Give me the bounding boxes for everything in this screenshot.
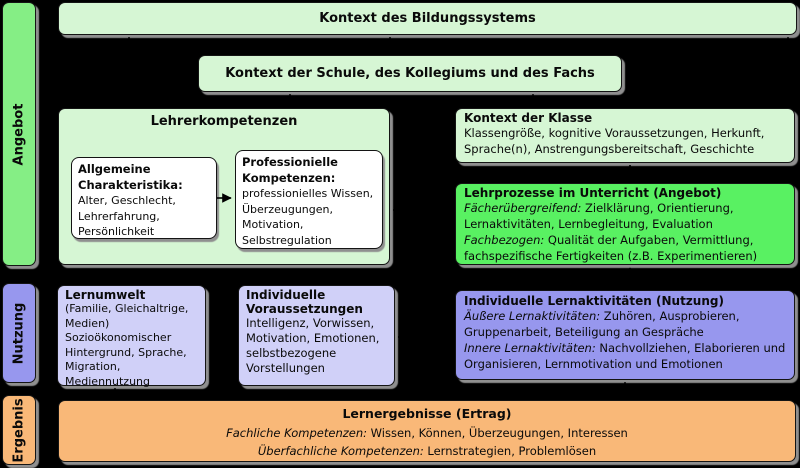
phase-label-angebot: Angebot xyxy=(2,2,36,266)
node-lehrprozesse-title: Lehrprozesse im Unterricht (Angebot) xyxy=(464,186,722,200)
subnode-professionelle-title-line2: Kompetenzen: xyxy=(242,170,336,185)
node-kontext-klasse: Kontext der Klasse Klassengröße, kogniti… xyxy=(455,108,795,163)
lernaktivitaeten-item1-text: Zuhören, Ausprobieren, Gruppenarbeit, Be… xyxy=(464,309,740,339)
phase-label-nutzung-text: Nutzung xyxy=(11,302,27,364)
node-kontext-schule-title: Kontext der Schule, des Kollegiums und d… xyxy=(225,66,595,81)
lehrprozesse-item1-text: Zielklärung, Orientierung, Lernaktivität… xyxy=(464,201,734,231)
subnode-allgemeine-body: Alter, Geschlecht, Lehrerfahrung, Persön… xyxy=(78,194,176,238)
node-lernergebnisse-body: Fachliche Kompetenzen: Wissen, Können, Ü… xyxy=(69,424,785,460)
node-lehrerkompetenzen-title: Lehrerkompetenzen xyxy=(150,114,298,129)
node-lehrerkompetenzen: Lehrerkompetenzen Allgemeine Charakteris… xyxy=(58,108,390,265)
subnode-professionelle-body: professionielles Wissen, Überzeugungen, … xyxy=(242,187,374,247)
lernaktivitaeten-item1-label: Äußere Lernaktivitäten: xyxy=(464,309,601,323)
node-lernaktivitaeten-title: Individuelle Lernaktivitäten (Nutzung) xyxy=(464,294,724,308)
lernergebnisse-item2-text: Lernstrategien, Problemlösen xyxy=(423,444,597,458)
node-lernumwelt-body1: (Familie, Gleichaltrige, Medien) xyxy=(65,302,189,330)
subnode-allgemeine-title-line2: Charakteristika: xyxy=(78,177,183,192)
lernaktivitaeten-item2-label: Innere Lernaktivitäten: xyxy=(464,341,596,355)
subnode-professionelle-title-line1: Professionielle xyxy=(242,155,338,169)
lernergebnisse-item1-text: Wissen, Können, Überzeugungen, Interesse… xyxy=(367,426,628,440)
phase-label-nutzung: Nutzung xyxy=(2,283,36,383)
node-voraussetzungen-title-line2: Voraussetzungen xyxy=(246,302,363,316)
subnode-allgemeine-charakteristika: Allgemeine Charakteristika: Alter, Gesch… xyxy=(71,157,217,239)
lehrprozesse-item2-label: Fachbezogen: xyxy=(464,233,545,247)
lernaktivitaeten-item2-text: Nachvollziehen, Elaborieren und Organisi… xyxy=(464,341,786,371)
node-lernergebnisse: Lernergebnisse (Ertrag) Fachliche Kompet… xyxy=(58,400,796,462)
node-kontext-bildungssystem: Kontext des Bildungssystems xyxy=(58,2,797,35)
phase-label-angebot-text: Angebot xyxy=(11,103,27,165)
node-lernaktivitaeten-body: Äußere Lernaktivitäten: Zuhören, Ausprob… xyxy=(464,308,786,372)
phase-label-ergebnis-text: Ergebnis xyxy=(11,397,27,463)
node-lernumwelt-body2: Sozioökonomischer Hintergrund, Sprache, … xyxy=(65,331,187,388)
node-voraussetzungen-title-line1: Individuelle xyxy=(246,288,326,302)
subnode-allgemeine-title-line1: Allgemeine xyxy=(78,162,151,176)
node-kontext-schule: Kontext der Schule, des Kollegiums und d… xyxy=(198,55,622,92)
node-kontext-klasse-title: Kontext der Klasse xyxy=(464,111,593,125)
lehrprozesse-item2-text: Qualität der Aufgaben, Vermittlung, fach… xyxy=(464,233,758,263)
phase-label-ergebnis: Ergebnis xyxy=(2,395,36,465)
node-lernumwelt: Lernumwelt (Familie, Gleichaltrige, Medi… xyxy=(57,285,206,388)
node-lehrprozesse-body: Fächerübergreifend: Zielklärung, Orienti… xyxy=(464,200,786,264)
node-kontext-bildungssystem-title: Kontext des Bildungssystems xyxy=(319,11,536,26)
lernergebnisse-item1-label: Fachliche Kompetenzen: xyxy=(226,426,368,440)
node-lernumwelt-title: Lernumwelt xyxy=(65,288,146,302)
node-kontext-klasse-body: Klassengröße, kognitive Voraussetzungen,… xyxy=(464,126,765,156)
lernergebnisse-item2-label: Überfachliche Kompetenzen: xyxy=(257,444,424,458)
node-voraussetzungen-body: Intelligenz, Vorwissen, Motivation, Emot… xyxy=(246,316,380,375)
node-individuelle-voraussetzungen: Individuelle Voraussetzungen Intelligenz… xyxy=(238,285,395,386)
node-lehrprozesse: Lehrprozesse im Unterricht (Angebot) Fäc… xyxy=(455,183,795,265)
node-individuelle-lernaktivitaeten: Individuelle Lernaktivitäten (Nutzung) Ä… xyxy=(455,290,795,380)
subnode-professionelle-kompetenzen: Professionielle Kompetenzen: professioni… xyxy=(235,150,383,249)
lehrprozesse-item1-label: Fächerübergreifend: xyxy=(464,201,582,215)
node-lernergebnisse-title: Lernergebnisse (Ertrag) xyxy=(342,406,512,421)
